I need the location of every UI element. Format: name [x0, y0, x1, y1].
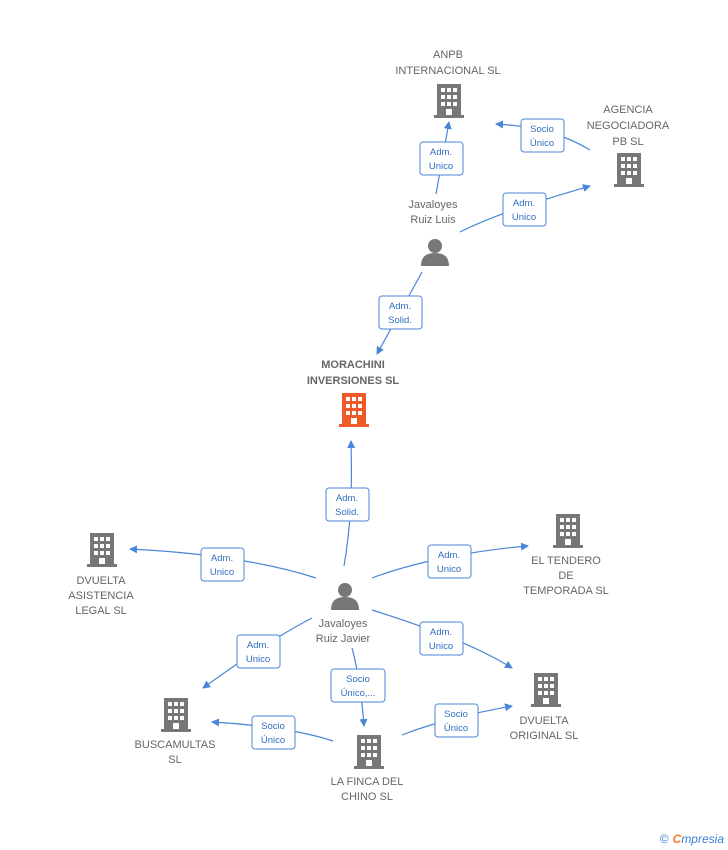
edge-javier-dvuelta-original[interactable]: Adm.Unico: [371, 609, 513, 669]
edge-javier-dvuelta-asistencia[interactable]: Adm.Unico: [129, 545, 317, 582]
footer-brand: ©Cmpresia: [660, 832, 724, 846]
copyright-icon: ©: [659, 832, 669, 846]
edge-javier-buscamultas[interactable]: Adm.Unico: [202, 617, 313, 689]
building-icon: [531, 673, 561, 707]
edge-luis-anpb[interactable]: Adm.Unico: [419, 121, 464, 195]
edge-label: Adm.Unico: [437, 550, 461, 575]
brand-logo-initial: C: [672, 832, 682, 846]
building-icon: [434, 84, 464, 118]
building-icon: [614, 153, 644, 187]
edge-label: Adm.Solid.: [335, 493, 359, 518]
edge-luis-agencia[interactable]: Adm.Unico: [459, 184, 591, 233]
edge-label: Adm.Unico: [246, 640, 270, 665]
building-icon: [161, 698, 191, 732]
edge-label: Adm.Unico: [512, 198, 536, 223]
edge-javier-morachini[interactable]: Adm.Solid.: [325, 440, 370, 567]
building-icon: [87, 533, 117, 567]
building-icon: [339, 393, 369, 427]
building-icon: [354, 735, 384, 769]
edge-luis-morachini[interactable]: Adm.Solid.: [376, 271, 423, 355]
person-icon: [421, 239, 449, 266]
person-icon: [331, 583, 359, 610]
edge-label: Adm.Unico: [210, 553, 234, 578]
edge-label: Adm.Unico: [429, 627, 453, 652]
edge-label: Adm.Solid.: [388, 301, 412, 326]
brand-logo-text: mpresia: [681, 832, 724, 846]
building-icon: [553, 514, 583, 548]
edge-label: Adm.Unico: [429, 147, 453, 172]
edge-javier-tendero[interactable]: Adm.Unico: [371, 542, 529, 579]
